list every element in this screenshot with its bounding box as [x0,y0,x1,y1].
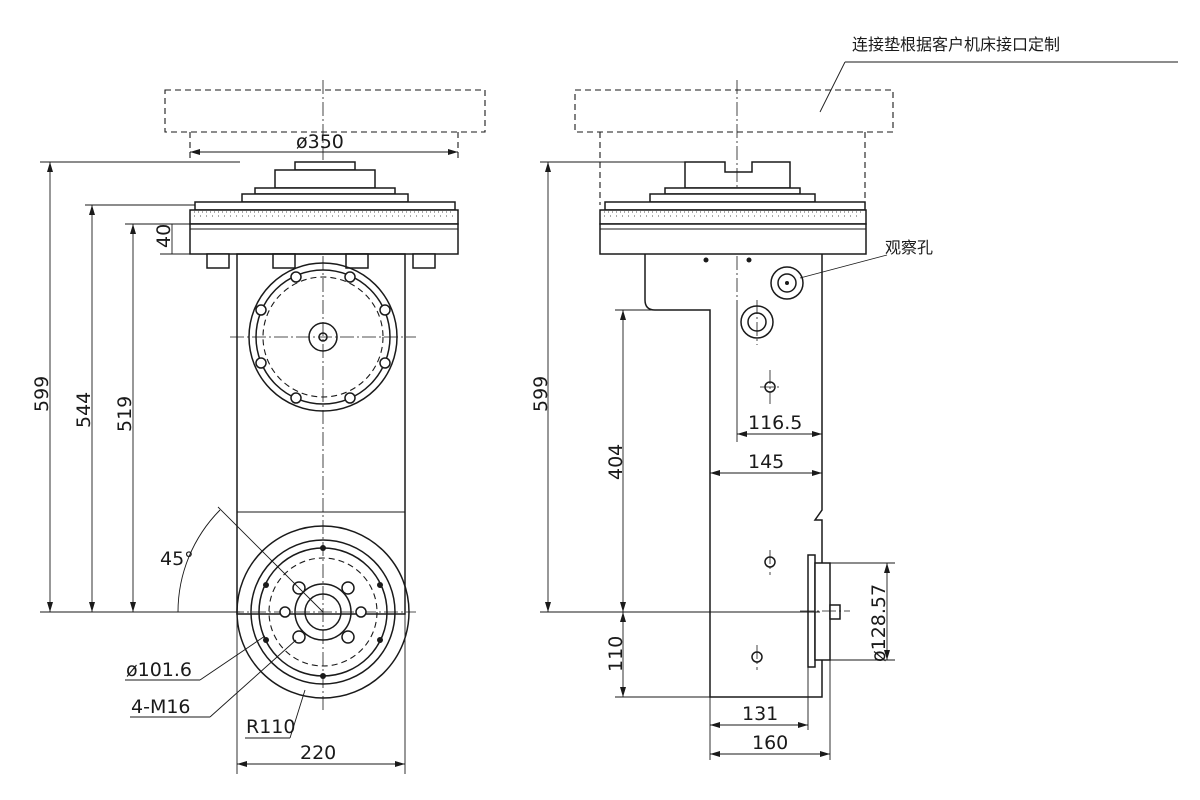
front-adapter-plate [164,89,486,133]
observation-hole-label: 观察孔 [885,238,933,257]
front-radius-110: R110 [246,716,295,738]
front-thread-4-m16: 4-M16 [131,696,191,718]
front-scale-ticks [194,211,454,217]
side-dim-131: 131 [742,703,778,725]
front-dim-599: 599 [31,376,53,412]
side-scale-ticks [604,211,862,217]
front-body [236,253,406,615]
front-flange-bolts [206,253,436,269]
side-dim-599: 599 [530,376,552,412]
interface-note: 连接垫根据客户机床接口定制 [819,35,1178,113]
front-dim-40: 40 [153,224,175,248]
front-dia-101-6: ø101.6 [126,659,192,681]
interface-note-text: 连接垫根据客户机床接口定制 [852,35,1060,54]
side-dim-145: 145 [748,451,784,473]
front-view: ø350 40 [31,80,486,774]
front-mid-flange-bolts [255,271,391,404]
side-dim-110: 110 [605,636,627,672]
front-angle-45: 45° [160,548,194,570]
side-view: 观察孔 599 404 110 116.5 145 [530,80,933,760]
side-body [644,254,823,698]
front-dim-519: 519 [114,396,136,432]
side-dia-128-57: ø128.57 [868,584,890,662]
side-adapter-plate [574,89,894,133]
side-dim-160: 160 [752,732,788,754]
front-dim-544: 544 [73,392,95,428]
front-dia-350: ø350 [296,131,344,153]
observation-hole [770,266,804,300]
side-dim-404: 404 [605,444,627,480]
front-width-220: 220 [300,742,336,764]
side-dim-116-5: 116.5 [748,412,802,434]
